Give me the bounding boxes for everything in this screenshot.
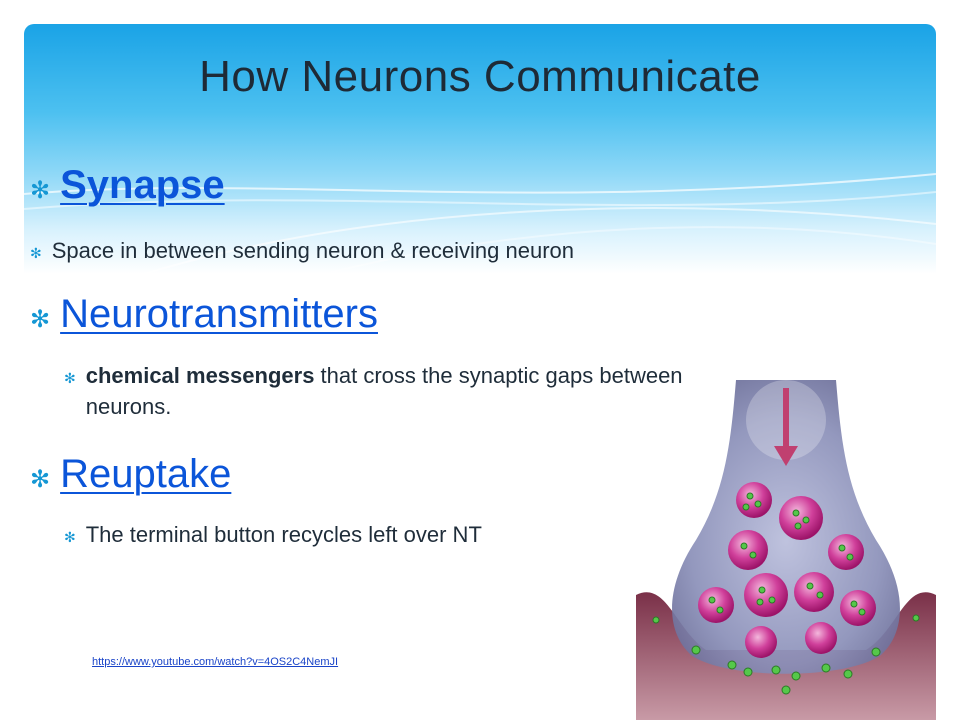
neurotransmitter-dots (652, 492, 920, 695)
asterisk-bullet-icon: ✻ (30, 465, 51, 493)
vesicles (698, 482, 876, 658)
slide-title: How Neurons Communicate (199, 52, 761, 101)
asterisk-bullet-icon: ✻ (64, 371, 76, 387)
chemical-messengers-bold: chemical messengers (85, 363, 315, 388)
neurotransmitters-definition: chemical messengers that cross the synap… (86, 360, 764, 422)
synapse-definition-text: Space in between sending neuron & receiv… (51, 238, 574, 263)
banner-wave-decoration (24, 173, 936, 274)
bullet-synapse-definition: ✻ Space in between sending neuron & rece… (30, 238, 574, 264)
youtube-link[interactable]: https://www.youtube.com/watch?v=4OS2C4Ne… (92, 656, 339, 668)
asterisk-bullet-icon: ✻ (30, 305, 51, 333)
down-arrow-icon (774, 388, 798, 466)
synapse-terminal-illustration (636, 380, 936, 720)
bullet-neurotransmitters-definition: ✻ chemical messengers that cross the syn… (64, 360, 764, 422)
neurotransmitters-heading-link[interactable]: Neurotransmitters (60, 292, 378, 336)
asterisk-bullet-icon: ✻ (30, 246, 42, 262)
header-banner (24, 24, 936, 274)
reuptake-definition-text: The terminal button recycles left over N… (85, 522, 482, 547)
bullet-neurotransmitters: ✻ Neurotransmitters (30, 292, 378, 337)
bullet-synapse: ✻ Synapse (30, 163, 225, 208)
bullet-reuptake: ✻ Reuptake (30, 452, 231, 497)
neurotransmitters-definition-rest: that cross the synaptic gaps between neu… (85, 363, 683, 419)
asterisk-bullet-icon: ✻ (30, 176, 51, 204)
asterisk-bullet-icon: ✻ (64, 530, 76, 546)
reuptake-heading-link[interactable]: Reuptake (60, 452, 232, 496)
bullet-reuptake-definition: ✻ The terminal button recycles left over… (64, 522, 482, 548)
synapse-heading-link[interactable]: Synapse (60, 163, 225, 207)
